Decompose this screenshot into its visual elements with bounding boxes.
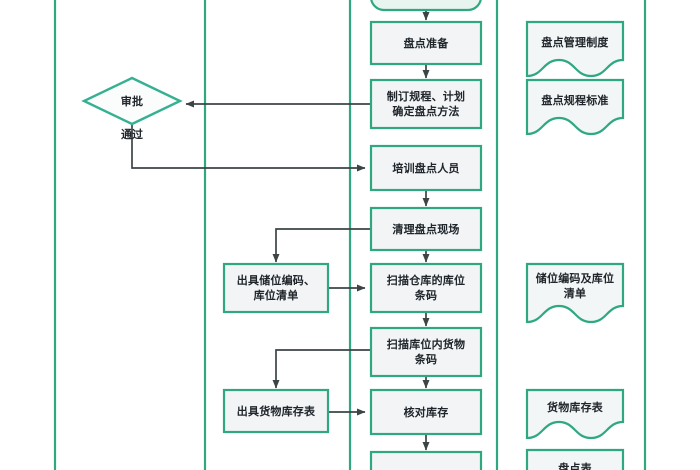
node-prep[interactable] bbox=[369, 20, 483, 66]
doc-stock-table[interactable] bbox=[525, 388, 625, 440]
documents bbox=[525, 20, 625, 470]
doc-slot-list[interactable] bbox=[525, 262, 625, 324]
node-plan[interactable] bbox=[369, 78, 483, 130]
node-start[interactable] bbox=[370, 0, 482, 12]
shapes bbox=[81, 0, 483, 470]
doc-standard[interactable] bbox=[525, 78, 625, 136]
node-bottom-process[interactable] bbox=[369, 450, 483, 470]
connector-clean-to-issue-slot-list bbox=[272, 228, 371, 263]
doc-mgmt-system[interactable] bbox=[525, 20, 625, 78]
connector-approve-to-train bbox=[131, 124, 366, 172]
node-scan-goods[interactable] bbox=[369, 326, 483, 378]
node-scan-slot[interactable] bbox=[369, 262, 483, 314]
node-approve[interactable] bbox=[81, 76, 183, 126]
node-check-stock[interactable] bbox=[369, 388, 483, 436]
node-train[interactable] bbox=[369, 144, 483, 192]
connector-scan-goods-to-stock-table bbox=[272, 349, 371, 389]
doc-count-sheet[interactable] bbox=[525, 448, 625, 470]
lane-dividers bbox=[53, 0, 647, 470]
node-issue-stock-table[interactable] bbox=[222, 388, 330, 434]
node-issue-slot-list[interactable] bbox=[222, 262, 330, 314]
node-clean[interactable] bbox=[369, 206, 483, 252]
edge-label-pass: 通过 bbox=[121, 128, 143, 141]
